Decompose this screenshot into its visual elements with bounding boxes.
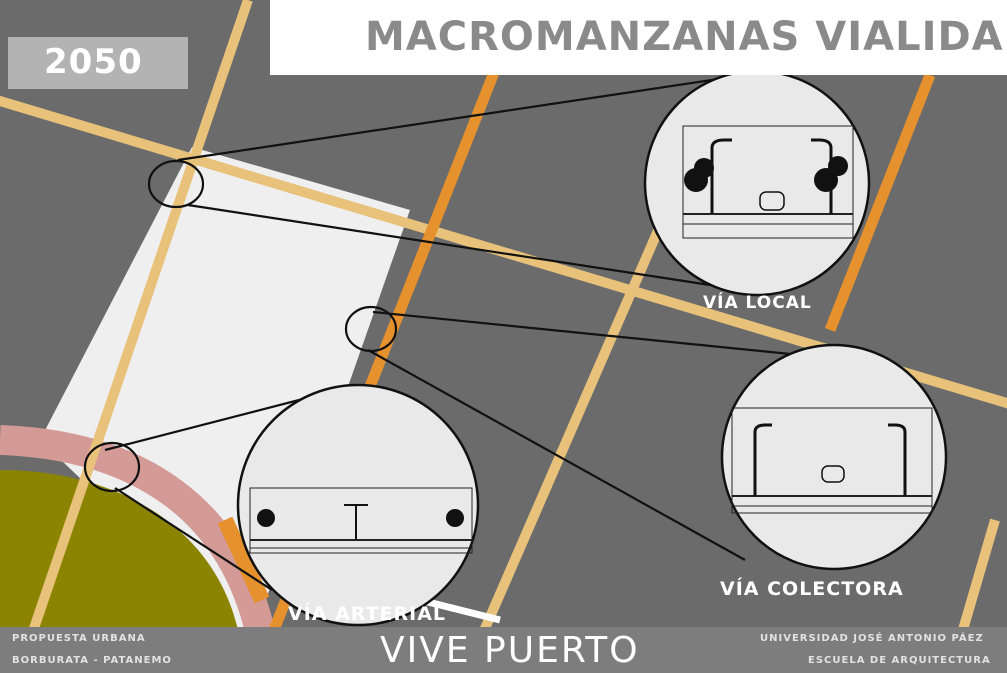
arterial-orange-segment — [217, 516, 270, 604]
footer-right-line1: UNIVERSIDAD JOSÉ ANTONIO PÁEZ — [760, 633, 984, 644]
year-badge — [8, 37, 188, 89]
footer-left-line2: BORBURATA - PATANEMO — [12, 655, 172, 666]
callout-label-colectora: VÍA COLECTORA — [720, 578, 904, 600]
arterial-road — [0, 425, 277, 644]
page-title: MACROMANZANAS VIALIDAD — [365, 14, 1007, 60]
title-banner — [270, 0, 1007, 75]
footer-right-line2: ESCUELA DE ARQUITECTURA — [808, 655, 991, 666]
footer-brand: VIVE PUERTO — [380, 630, 640, 671]
magnifier-ellipses — [83, 159, 398, 493]
green-area — [0, 470, 240, 640]
callout-label-local: VÍA LOCAL — [703, 293, 812, 313]
section-local-circle — [643, 69, 871, 297]
section-arterial-circle — [236, 383, 480, 627]
section-colectora-circle — [720, 343, 948, 571]
callout-lines — [104, 70, 831, 591]
footer-left-line1: PROPUESTA URBANA — [12, 633, 146, 644]
callout-label-arterial: VÍA ARTERIAL — [288, 603, 447, 625]
footer-bar — [0, 627, 1007, 673]
year-label: 2050 — [44, 42, 143, 82]
